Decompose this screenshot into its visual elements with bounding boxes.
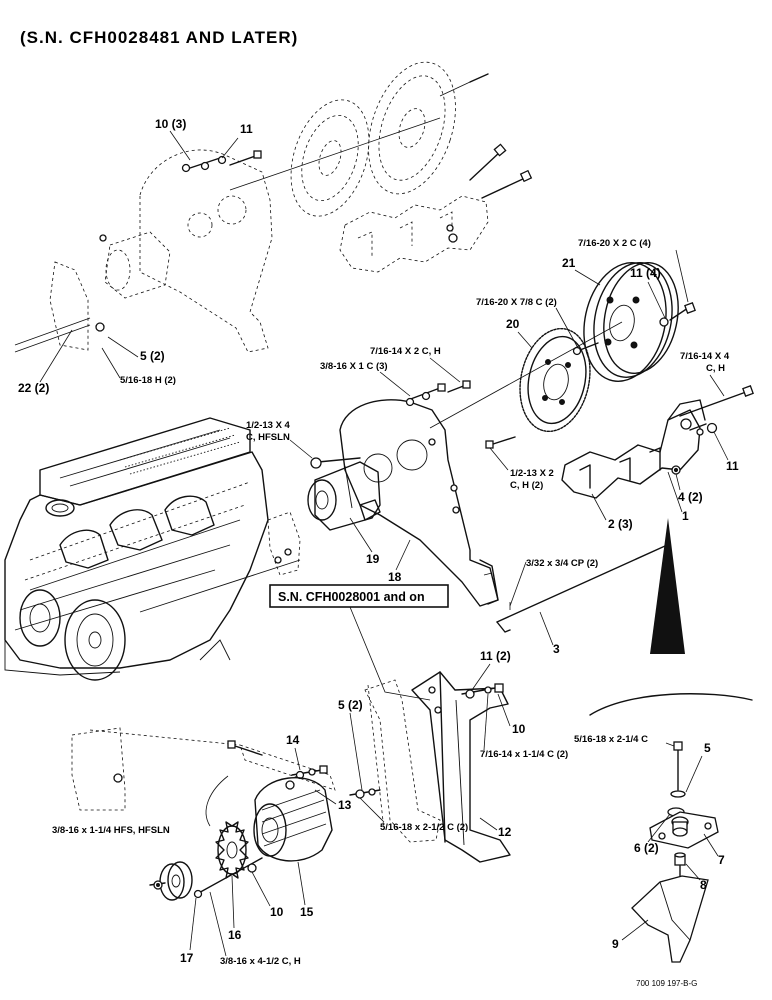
label-6-2: 6 (2) <box>634 841 659 855</box>
bracket-12 <box>411 671 511 863</box>
label-11-top: 11 <box>240 122 253 136</box>
label-17: 17 <box>180 951 194 965</box>
label-19: 19 <box>366 552 380 566</box>
label-7: 7 <box>718 853 725 867</box>
label-12: 12 <box>498 825 512 839</box>
label-11-2: 11 (2) <box>480 649 511 663</box>
adjuster-arm-13 <box>364 679 441 843</box>
upper-assembly-dashed <box>14 61 533 353</box>
label-13: 13 <box>338 798 352 812</box>
label-5-16-18x2-1-4: 5/16-18 x 2-1/4 C <box>574 734 648 745</box>
label-1-2-13x4-a: 1/2-13 X 4 <box>246 420 291 431</box>
label-22-2: 22 (2) <box>18 381 49 395</box>
label-2-3: 2 (3) <box>608 517 633 531</box>
label-1-2-13x2-b: C, H (2) <box>510 480 543 491</box>
pin-3 <box>496 539 669 633</box>
label-16: 16 <box>228 928 242 942</box>
label-1-2-13x2-a: 1/2-13 X 2 <box>510 468 554 479</box>
starter-19 <box>307 461 381 531</box>
label-5-right: 5 <box>704 741 711 755</box>
serial-callout-text: S.N. CFH0028001 and on <box>278 590 425 604</box>
diagram-title: (S.N. CFH0028481 AND LATER) <box>20 28 298 47</box>
label-3-8-16x4-1-2: 3/8-16 x 4-1/2 C, H <box>220 956 301 967</box>
label-5-2-left: 5 (2) <box>140 349 165 363</box>
label-7-16-14x1-1-4: 7/16-14 x 1-1/4 C (2) <box>480 749 568 760</box>
label-10-bottom: 10 <box>270 905 284 919</box>
label-3-32: 3/32 x 3/4 CP (2) <box>526 558 598 569</box>
label-3: 3 <box>553 642 560 656</box>
engine-block <box>4 417 301 681</box>
label-5-2-mid: 5 (2) <box>338 698 363 712</box>
label-7-16-20x2c: 7/16-20 X 2 C (4) <box>578 238 651 249</box>
label-11-right: 11 <box>726 459 739 473</box>
pulley-17 <box>149 861 193 901</box>
label-10-mid: 10 <box>512 722 526 736</box>
label-5-16-18x2-1-2: 5/16-18 x 2-1/2 C (2) <box>380 822 468 833</box>
label-9: 9 <box>612 937 619 951</box>
mount-blocks-2 <box>561 399 706 499</box>
label-1-2-13x4-b: C, HFSLN <box>246 432 290 443</box>
label-7-16-14x2ch: 7/16-14 X 2 C, H <box>370 346 441 357</box>
label-4-2: 4 (2) <box>678 490 703 504</box>
label-21: 21 <box>562 256 576 270</box>
detail-pointer <box>650 518 685 654</box>
label-8: 8 <box>700 878 707 892</box>
detail-inset <box>589 693 753 963</box>
pulley-21 <box>583 262 679 382</box>
label-3-8-16x1-1-4: 3/8-16 x 1-1/4 HFS, HFSLN <box>52 825 170 836</box>
label-11-4: 11 (4) <box>630 266 661 280</box>
label-10-3: 10 (3) <box>155 117 186 131</box>
alternator-15 <box>253 776 333 862</box>
flywheel-20 <box>519 327 591 433</box>
label-18: 18 <box>388 570 402 584</box>
label-14: 14 <box>286 733 300 747</box>
fan-16 <box>215 821 249 879</box>
plate-18 <box>339 399 499 607</box>
label-1: 1 <box>682 509 689 523</box>
label-7-16-14x4-b: C, H <box>706 363 725 374</box>
figure-number: 700 109 197-B-G <box>636 979 697 988</box>
serial-callout-box <box>269 584 449 608</box>
label-20: 20 <box>506 317 520 331</box>
label-5-16-18-h: 5/16-18 H (2) <box>120 375 176 386</box>
label-3-8-16x1c: 3/8-16 X 1 C (3) <box>320 361 388 372</box>
label-15: 15 <box>300 905 314 919</box>
label-7-16-20x7-8: 7/16-20 X 7/8 C (2) <box>476 297 557 308</box>
label-7-16-14x4-a: 7/16-14 X 4 <box>680 351 730 362</box>
